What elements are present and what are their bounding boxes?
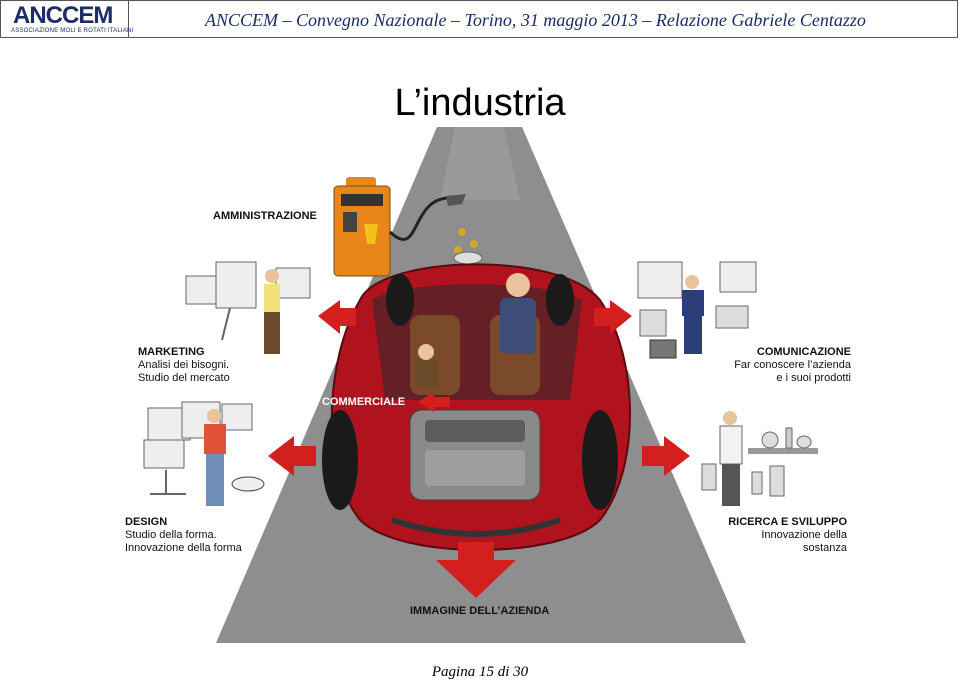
comunicazione-line-1: Far conoscere l’azienda [734,359,851,371]
page-title: L’industria [394,82,566,124]
arrow-immagine [436,542,516,598]
label-comunicazione: COMUNICAZIONE Far conoscere l’azienda e … [700,346,851,385]
car-illustration [322,263,631,551]
marketing-figure [185,261,311,354]
label-design: DESIGN Studio della forma. Innovazione d… [125,516,242,555]
label-ricerca: RICERCA E SVILUPPO Innovazione della sos… [700,516,847,555]
fuel-pump-icon [333,177,483,277]
direction-arrows [268,300,690,598]
arrow-commerciale [418,392,450,412]
immagine-title: IMMAGINE DELL’AZIENDA [410,605,550,617]
comunicazione-figure [637,261,757,359]
ricerca-figure [701,411,818,506]
commerciale-title: COMMERCIALE [322,396,406,408]
ricerca-line-1: Innovazione della [761,529,847,541]
logo-text: ANCCEM [13,2,113,29]
label-marketing: MARKETING Analisi dei bisogni. Studio de… [138,346,230,385]
comunicazione-line-2: e i suoi prodotti [776,372,851,384]
page-footer: Pagina 15 di 30 [431,664,529,680]
logo-subtitle: ASSOCIAZIONE MOLI E ROTATI ITALIANI [11,28,134,34]
comunicazione-title: COMUNICAZIONE [756,346,851,358]
anccem-logo: ANCCEM ASSOCIAZIONE MOLI E ROTATI ITALIA… [1,1,133,38]
amministrazione-title: AMMINISTRAZIONE [213,210,317,222]
marketing-line-2: Studio del mercato [138,372,230,384]
arrow-ricerca [642,436,690,476]
label-amministrazione: AMMINISTRAZIONE [213,210,317,223]
header-title: ANCCEM – Convegno Nazionale – Torino, 31… [205,10,866,30]
arrow-design [268,436,316,476]
arrow-marketing [318,300,356,334]
label-commerciale: COMMERCIALE [322,396,405,409]
label-immagine: IMMAGINE DELL’AZIENDA [410,605,549,618]
marketing-line-1: Analisi dei bisogni. [138,359,230,371]
ricerca-line-2: sostanza [802,542,847,554]
design-title: DESIGN [125,516,168,528]
page-header: ANCCEM ASSOCIAZIONE MOLI E ROTATI ITALIA… [0,0,958,38]
marketing-title: MARKETING [138,346,205,358]
design-line-1: Studio della forma. [125,529,217,541]
ricerca-title: RICERCA E SVILUPPO [728,516,847,528]
arrow-comunicazione [594,300,632,334]
design-line-2: Innovazione della forma [125,542,242,554]
design-figure [143,401,265,506]
